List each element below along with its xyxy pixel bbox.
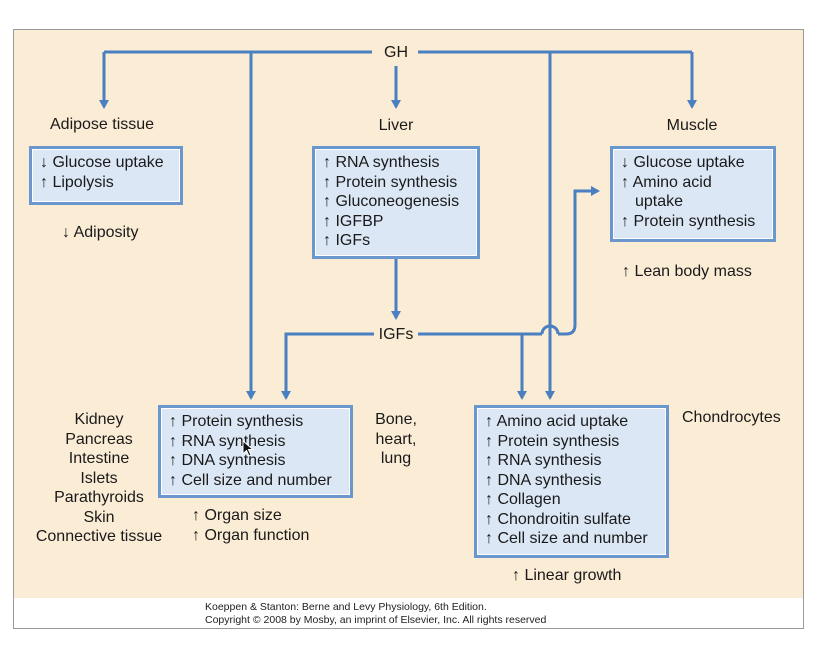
adiposity-label: ↓ Adiposity — [62, 224, 139, 241]
chondro-effect-3: ↑ RNA synthesis — [485, 452, 602, 469]
tissue-lung: lung — [380, 450, 412, 467]
liver-effect-3: ↑ Gluconeogenesis — [323, 193, 460, 210]
caption-line-2: Copyright © 2008 by Mosby, an imprint of… — [205, 614, 547, 626]
liver-effect-2: ↑ Protein synthesis — [323, 173, 458, 191]
chondro-effect-4: ↑ DNA synthesis — [485, 471, 602, 489]
liver-effect-1: ↑ RNA synthesis — [323, 154, 440, 171]
organ-function-label: ↑ Organ function — [192, 527, 310, 544]
tissue-parathyroids: Parathyroids — [54, 489, 144, 506]
caption-line-1: Koeppen & Stanton: Berne and Levy Physio… — [205, 601, 487, 613]
chondro-effect-7: ↑ Cell size and number — [485, 530, 648, 547]
liver-effect-5: ↑ IGFs — [323, 232, 371, 249]
chondro-effect-2: ↑ Protein synthesis — [485, 432, 620, 450]
chondrocytes-label: Chondrocytes — [682, 409, 781, 426]
igfs-label: IGFs — [374, 325, 418, 345]
chondro-effect-1: ↑ Amino acid uptake — [485, 413, 629, 430]
linear-growth-label: ↑ Linear growth — [512, 567, 622, 584]
liver-effect-4: ↑ IGFBP — [323, 212, 384, 230]
arrow-igfs-organs — [281, 332, 374, 400]
tissue-heart: heart, — [375, 430, 417, 448]
muscle-effects-box: ↓ Glucose uptake ↑ Amino acid uptake ↑ P… — [610, 146, 776, 242]
figure-caption: Koeppen & Stanton: Berne and Levy Physio… — [205, 601, 546, 627]
lean-body-mass-label: ↑ Lean body mass — [622, 263, 752, 280]
adipose-effects-box: ↓ Glucose uptake ↑ Lipolysis — [29, 146, 183, 205]
organs-effect-3: ↑ DNA synthesis — [169, 452, 286, 469]
liver-label: Liver — [378, 117, 414, 134]
tissue-connective: Connective tissue — [35, 528, 163, 545]
chondro-effect-5: ↑ Collagen — [485, 491, 561, 508]
muscle-label: Muscle — [666, 117, 718, 134]
organs-effect-4: ↑ Cell size and number — [169, 471, 332, 489]
adipose-effect-1: ↓ Glucose uptake — [40, 154, 164, 171]
chondro-effects-box: ↑ Amino acid uptake ↑ Protein synthesis … — [474, 405, 669, 558]
igfs-hop — [540, 324, 560, 335]
adipose-tissue-label: Adipose tissue — [50, 116, 155, 133]
organs-effect-1: ↑ Protein synthesis — [169, 413, 304, 430]
tissue-islets: Islets — [80, 469, 118, 487]
organ-size-label: ↑ Organ size — [192, 507, 282, 524]
diagram-panel — [14, 30, 803, 598]
organs-effect-2: ↑ RNA synthesis — [169, 432, 286, 450]
bone-heart-lung-list: Bone, heart, lung — [366, 410, 426, 469]
muscle-effect-2: ↑ Amino acid — [621, 173, 712, 191]
chondro-effect-6: ↑ Chondroitin sulfate — [485, 510, 631, 528]
igfs-to-muscle — [558, 186, 600, 336]
adipose-effect-2: ↑ Lipolysis — [40, 173, 114, 191]
tissue-intestine: Intestine — [68, 450, 130, 467]
tissue-skin: Skin — [83, 508, 115, 526]
muscle-effect-1: ↓ Glucose uptake — [621, 154, 745, 171]
liver-effects-box: ↑ RNA synthesis ↑ Protein synthesis ↑ Gl… — [312, 146, 480, 259]
tissue-bone: Bone, — [375, 411, 417, 428]
mouse-cursor-icon — [242, 440, 254, 457]
muscle-effect-2b: uptake — [635, 193, 684, 210]
organ-tissue-list: Kidney Pancreas Intestine Islets Parathy… — [24, 410, 174, 547]
gh-label: GH — [384, 44, 408, 61]
tissue-kidney: Kidney — [74, 411, 124, 428]
muscle-effect-3: ↑ Protein synthesis — [621, 212, 756, 230]
tissue-pancreas: Pancreas — [65, 430, 133, 448]
organs-effects-box: ↑ Protein synthesis ↑ RNA synthesis ↑ DN… — [158, 405, 353, 498]
